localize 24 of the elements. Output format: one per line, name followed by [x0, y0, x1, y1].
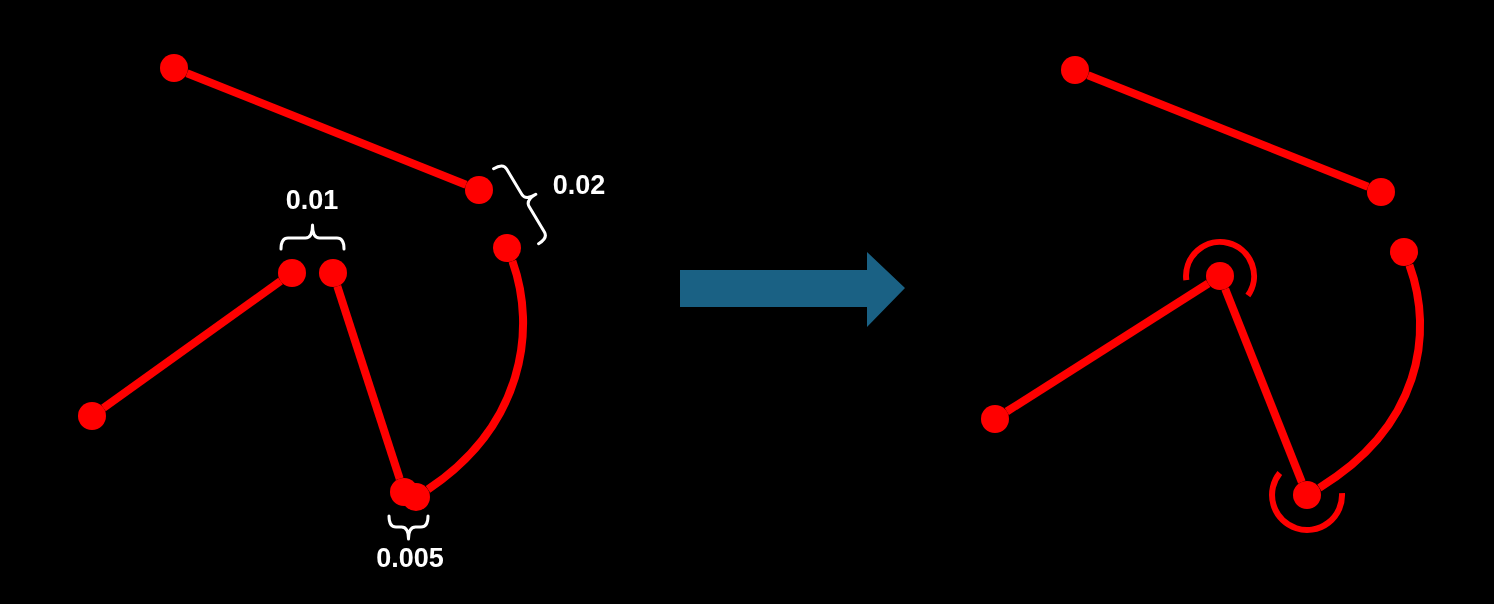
line-segment — [1086, 71, 1370, 191]
endpoint-dot — [1367, 178, 1395, 206]
endpoint-dot — [278, 259, 306, 287]
line-segment — [1221, 287, 1306, 484]
dimension-label: 0.01 — [285, 186, 339, 214]
dimension-label: 0.02 — [552, 171, 606, 199]
endpoint-dot — [1293, 481, 1321, 509]
dimension-label: 0.005 — [376, 544, 444, 572]
line-segment — [1004, 280, 1211, 415]
endpoint-dot — [319, 259, 347, 287]
endpoint-dot — [1390, 238, 1418, 266]
curved-line — [425, 259, 527, 493]
endpoint-dot — [1206, 262, 1234, 290]
endpoint-dot — [493, 234, 521, 262]
endpoint-dot — [465, 176, 493, 204]
line-segment — [185, 69, 468, 189]
endpoint-dot — [78, 402, 106, 430]
endpoint-dot — [981, 405, 1009, 433]
line-segment — [333, 285, 404, 480]
endpoint-dot — [1061, 56, 1089, 84]
endpoint-dot — [160, 54, 188, 82]
endpoint-dot — [402, 483, 430, 511]
curved-line — [1317, 263, 1424, 492]
line-segment — [101, 277, 283, 412]
